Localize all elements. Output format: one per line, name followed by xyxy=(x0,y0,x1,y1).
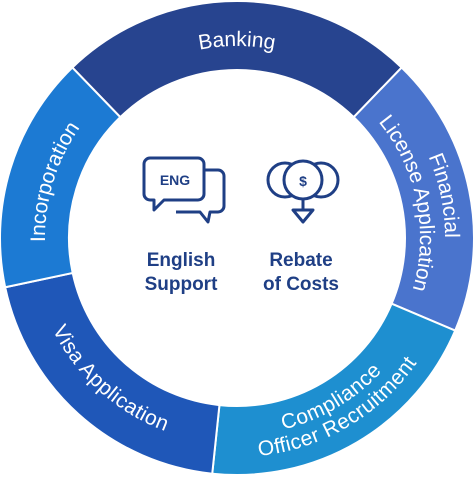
coins-arrow-down-icon xyxy=(266,159,340,224)
english-support-label-line2: Support xyxy=(145,274,218,295)
speech-bubbles-icon xyxy=(142,156,226,224)
english-support-label-line1: English xyxy=(147,250,216,271)
rebate-of-costs-label-line1: Rebate xyxy=(269,250,332,271)
rebate-of-costs-label-line2: of Costs xyxy=(263,274,339,295)
center-disc xyxy=(69,70,405,406)
eng-icon-text: ENG xyxy=(160,172,190,188)
dollar-icon-text: $ xyxy=(299,173,307,189)
